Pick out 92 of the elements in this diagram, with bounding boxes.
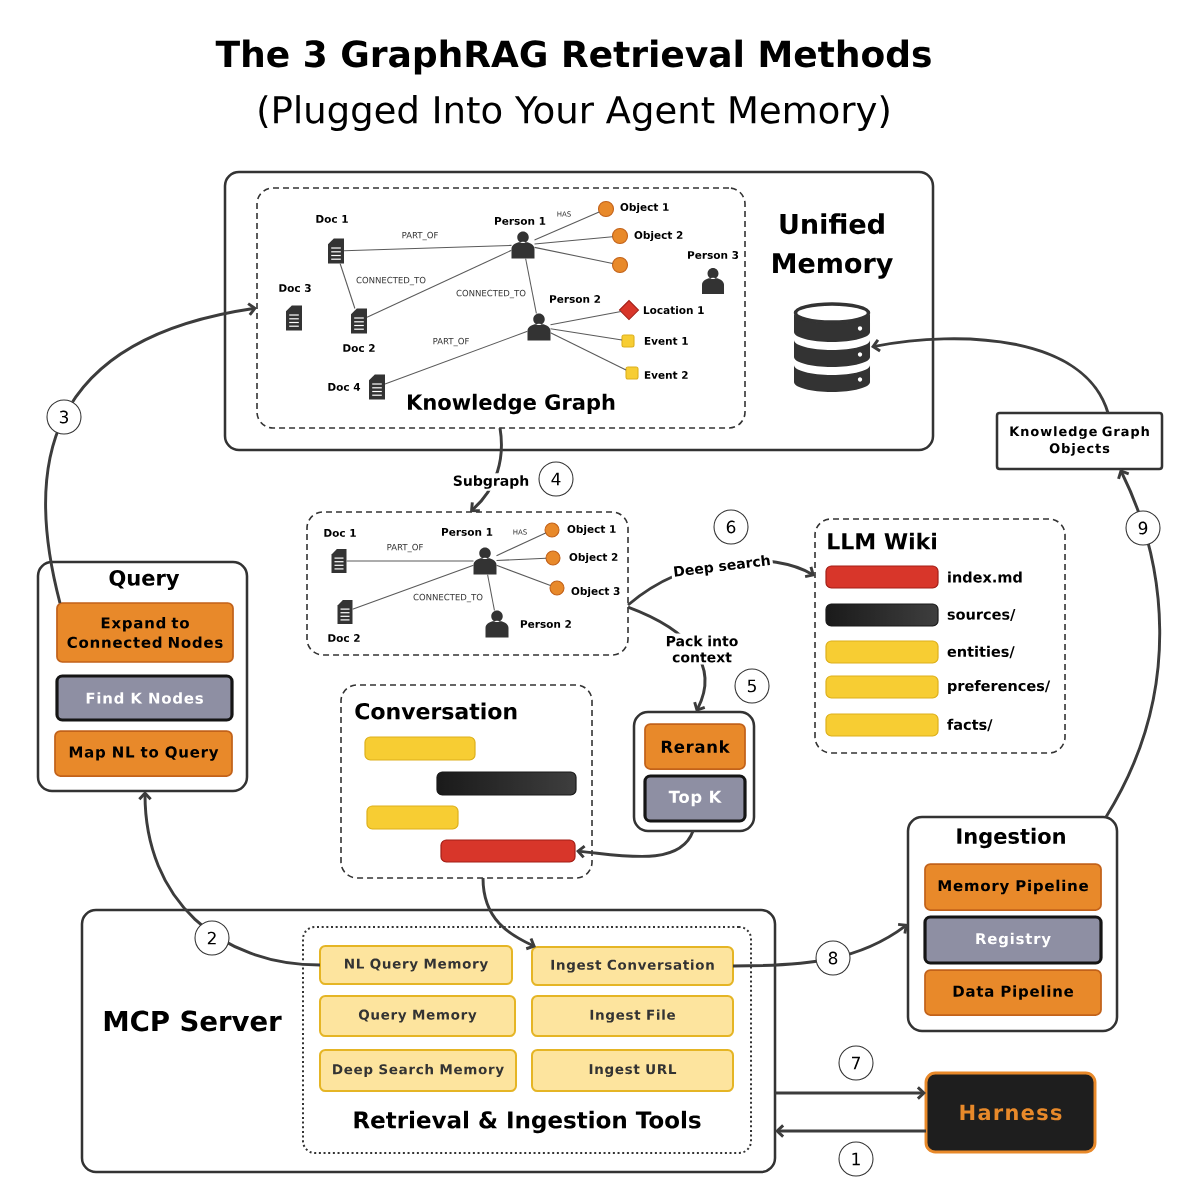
edge-label: PART_OF	[385, 542, 425, 554]
process-box: Ingest URL	[531, 1049, 734, 1092]
step-number: 8	[815, 940, 851, 976]
node-label: Doc 4	[328, 383, 361, 391]
connector-line	[339, 262, 356, 310]
connector-line	[533, 236, 614, 245]
arrow	[871, 337, 1110, 414]
subtitle: (Plugged Into Your Agent Memory)	[259, 95, 889, 131]
node-label: Doc 1	[316, 215, 348, 223]
node-label: Doc 3	[279, 284, 311, 292]
process-box: Ingest Conversation	[531, 946, 734, 986]
bar	[440, 839, 576, 863]
arrow	[775, 1124, 926, 1138]
node-label: Person 1	[495, 217, 546, 225]
edge-label: CONNECTED_TO	[454, 288, 528, 300]
process-box: Map NL to Query	[54, 730, 233, 777]
connector-line	[366, 249, 513, 318]
step-number: 3	[46, 399, 82, 435]
step-number: 1	[838, 1141, 874, 1177]
connector-line	[549, 311, 622, 326]
node-label: Event 1	[644, 337, 688, 345]
process-box: Find K Nodes	[55, 674, 234, 722]
process-box: Harness	[924, 1071, 1097, 1154]
edge-label: PART_OF	[400, 230, 440, 242]
process-box: Deep Search Memory	[319, 1049, 517, 1092]
edge-label: CONNECTED_TO	[354, 275, 428, 287]
node-label: Person 1	[442, 528, 493, 536]
node-label: Event 2	[644, 371, 688, 379]
bar	[364, 736, 476, 761]
connector-line	[495, 564, 551, 587]
bar	[436, 771, 577, 796]
connector-line	[495, 532, 547, 557]
bar-label: sources/	[947, 609, 1016, 621]
process-box: Query Memory	[319, 995, 516, 1037]
node-label: Doc 2	[328, 634, 360, 642]
connector-line	[533, 211, 600, 241]
edge-label: Deep search	[670, 552, 774, 582]
connector-line	[384, 330, 529, 385]
step-number: 4	[538, 461, 574, 497]
title: The 3 GraphRAG Retrieval Methods	[215, 39, 931, 75]
connector-line	[343, 244, 513, 252]
arrow	[481, 877, 536, 951]
arrow	[44, 302, 257, 604]
edge-label: CONNECTED_TO	[411, 592, 485, 604]
database-icon	[793, 302, 871, 392]
node-label: Doc 2	[343, 344, 375, 352]
node-label: Object 2	[569, 552, 618, 564]
bar-label: preferences/	[948, 680, 1051, 694]
node-label: Object 3	[571, 586, 620, 598]
step-number: 7	[838, 1045, 874, 1081]
connector-line	[495, 557, 547, 562]
bar-label: index.md	[948, 571, 1022, 583]
arrow	[576, 830, 695, 859]
node-label: Person 3	[688, 251, 739, 259]
node-label: Person 2	[550, 295, 601, 303]
connector-line	[549, 332, 627, 371]
connector-line	[351, 564, 475, 610]
node-label: Person 2	[520, 620, 571, 628]
arrow	[1104, 469, 1162, 818]
step-number: 6	[713, 509, 749, 545]
process-box: NL Query Memory	[319, 945, 513, 985]
process-box: Data Pipeline	[924, 969, 1102, 1016]
edge-label: PART_OF	[431, 336, 471, 348]
process-box: Rerank	[644, 723, 746, 770]
label-box: Knowledge Graph Objects	[995, 411, 1164, 471]
node-label: Object 1	[567, 524, 616, 536]
node-label: Object 1	[620, 202, 669, 214]
node-label: Doc 1	[324, 529, 356, 537]
dashed-panel	[306, 511, 629, 656]
arrow	[775, 1086, 926, 1100]
bar-label: entities/	[947, 645, 1015, 659]
process-box: Ingest File	[531, 995, 734, 1037]
connector-line	[549, 328, 623, 341]
node-label: Object 2	[634, 230, 683, 242]
bar	[366, 805, 459, 830]
process-box: Expand to Connected Nodes	[56, 602, 234, 663]
step-number: 5	[734, 668, 770, 704]
step-number: 2	[194, 920, 230, 956]
process-box: Registry	[923, 915, 1103, 965]
connector-line	[487, 573, 495, 612]
edge-label: Pack into context	[659, 633, 745, 665]
dashed-panel: Conversation	[340, 684, 593, 879]
bar-label: facts/	[947, 718, 993, 732]
node-label: Location 1	[643, 305, 704, 315]
process-box: Memory Pipeline	[924, 863, 1102, 911]
step-number: 9	[1125, 510, 1161, 546]
circle-marker	[611, 256, 629, 274]
connector-line	[525, 257, 537, 315]
process-box: Top K	[643, 774, 747, 823]
connector-line	[533, 246, 614, 265]
arrow	[138, 791, 321, 967]
connector-line	[345, 560, 475, 562]
